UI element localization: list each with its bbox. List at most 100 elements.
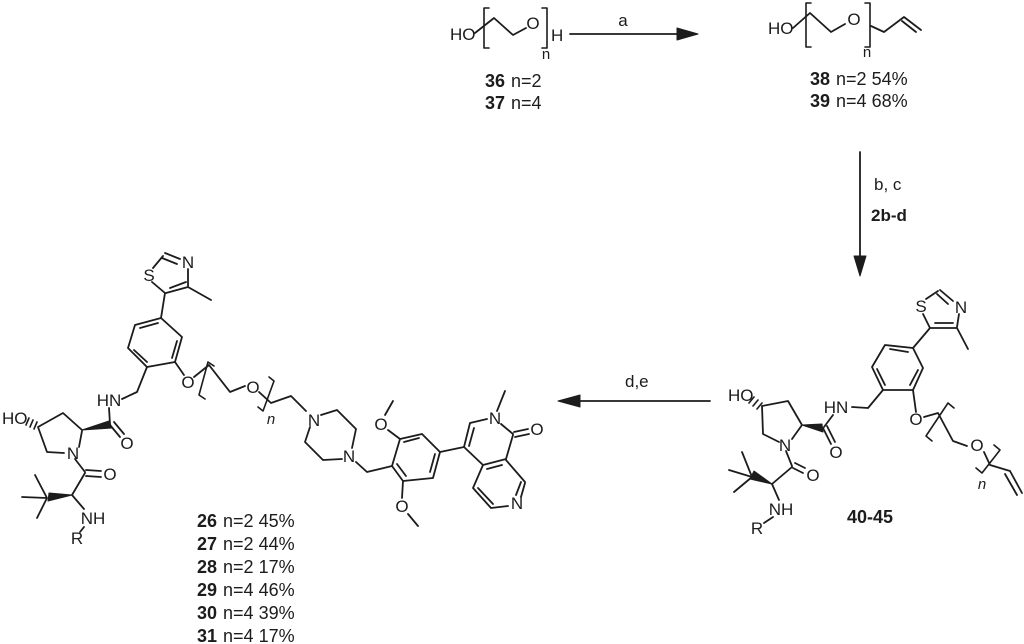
acyl-co-double-bond [85, 469, 102, 478]
amide-hn-label: HN [824, 398, 849, 417]
compound-38-id: 38 [810, 69, 830, 89]
structure-26-31: S N HN O N HO O NH R O O n [2, 252, 544, 644]
repeat-bracket-open [198, 361, 215, 400]
repeat-bracket-open [483, 7, 490, 49]
nh-bond [771, 483, 780, 501]
repeat-n-label: n [863, 44, 871, 61]
lactam-oxygen-label: O [530, 420, 543, 439]
dimethoxyphenyl-ring [391, 433, 441, 482]
allyl-chain-bond [870, 16, 922, 33]
oxygen-label: O [526, 14, 539, 33]
compound-40-45-label: 40-45 [847, 507, 893, 527]
thiazole-double-bonds [161, 257, 187, 289]
thiazole-double-bonds [934, 293, 954, 324]
nh-label: NH [769, 500, 794, 519]
phenyl-ring [127, 317, 183, 368]
thiazole-bonds [912, 289, 969, 350]
amide-bond [823, 414, 834, 428]
peg-chain-bond [474, 17, 527, 36]
reaction-arrow-a: a [569, 11, 699, 41]
peg-to-piperazine-bonds [258, 391, 307, 412]
oxygen-label: O [847, 10, 860, 29]
dimethoxyphenyl-double-bonds [396, 437, 436, 477]
amide-bond [108, 407, 111, 425]
amide-oxygen-label: O [120, 434, 133, 453]
peg-chain-bonds [923, 412, 968, 447]
alpha-carbon-bond [771, 466, 793, 485]
sulfur-label: S [143, 266, 154, 285]
repeat-bracket-open [925, 402, 955, 442]
reaction-arrow-bc: b, c 2b-d [853, 151, 907, 277]
ring-nitrogen-label: N [67, 444, 79, 463]
aryl-ether-bond [912, 389, 917, 413]
stereo-wedge-c2 [801, 423, 824, 433]
arrow-bc-head [853, 255, 867, 277]
stereo-hash-oh [748, 396, 763, 410]
ho-label: HO [728, 386, 754, 405]
piperazine-n2-label: N [343, 447, 355, 466]
arrow-de-head [557, 394, 581, 408]
ring-nitrogen-label: N [779, 436, 791, 455]
arrow-a-head [676, 27, 699, 41]
repeat-n-label: n [542, 46, 550, 63]
reaction-arrow-de: d,e [557, 372, 711, 408]
repeat-bracket-close [975, 444, 1001, 474]
peg-chain-bonds [193, 364, 246, 393]
compound-29-detail: n=4 46% [223, 580, 295, 600]
ho-label: HO [2, 409, 28, 428]
compound-30-detail: n=4 39% [223, 603, 295, 623]
pyrrolidine-ring [37, 412, 83, 454]
phenyl-ring [871, 344, 924, 391]
hydrogen-label: H [551, 26, 563, 45]
compound-39-id: 39 [810, 91, 830, 111]
r-group-label: R [71, 529, 83, 548]
compound-28-detail: n=2 17% [223, 557, 295, 577]
arrow-bc-label: b, c [874, 175, 902, 194]
compound-36-detail: n=2 [511, 71, 542, 91]
repeat-bracket-close [541, 7, 548, 49]
stereo-hash-oh [25, 417, 38, 430]
compound-39-detail: n=4 68% [836, 91, 908, 111]
naphthyridinone-bonds [463, 390, 526, 509]
acyl-oxygen-label: O [806, 466, 819, 485]
compound-37-label: 37 n=4 [485, 93, 542, 113]
arrow-de-label: d,e [625, 372, 649, 391]
amide-co-double-bond [822, 425, 836, 445]
compound-28-id: 28 [197, 557, 217, 577]
biaryl-bond [439, 446, 465, 453]
r-bond [79, 526, 85, 533]
acyl-bond [785, 450, 793, 467]
compound-26-id: 26 [197, 511, 217, 531]
acyl-bond [74, 458, 86, 473]
repeat-bracket-open [805, 2, 812, 48]
compound-37-detail: n=4 [511, 93, 542, 113]
compound-31-id: 31 [197, 626, 217, 644]
thiazole-bonds [151, 252, 212, 319]
compound-37-id: 37 [485, 93, 505, 113]
arrow-a-label: a [618, 11, 628, 30]
stereo-wedge-tbu [47, 492, 73, 502]
ho-label: HO [450, 25, 476, 44]
lactam-co-double-bond [513, 428, 530, 438]
repeat-bracket-close [864, 2, 871, 48]
methoxy-bottom-bonds [401, 480, 419, 527]
benzylic-bonds [121, 366, 148, 400]
structure-40-45: S N HN O N HO O NH R O O n [728, 289, 1023, 538]
stereo-wedge-c2 [81, 420, 113, 431]
stereo-wedge-tbu [749, 470, 773, 485]
phenyl-double-bonds [876, 348, 919, 386]
nh-label: NH [81, 509, 106, 528]
acyl-co-double-bond [792, 462, 806, 474]
compound-26-detail: n=2 45% [223, 511, 295, 531]
compound-39-label: 39 n=4 68% [810, 91, 908, 111]
aryl-ether-bond [174, 361, 185, 376]
ho-label: HO [768, 19, 794, 38]
lactam-nitrogen-label: N [489, 409, 501, 428]
allyl-double-bond-inner [901, 20, 917, 33]
